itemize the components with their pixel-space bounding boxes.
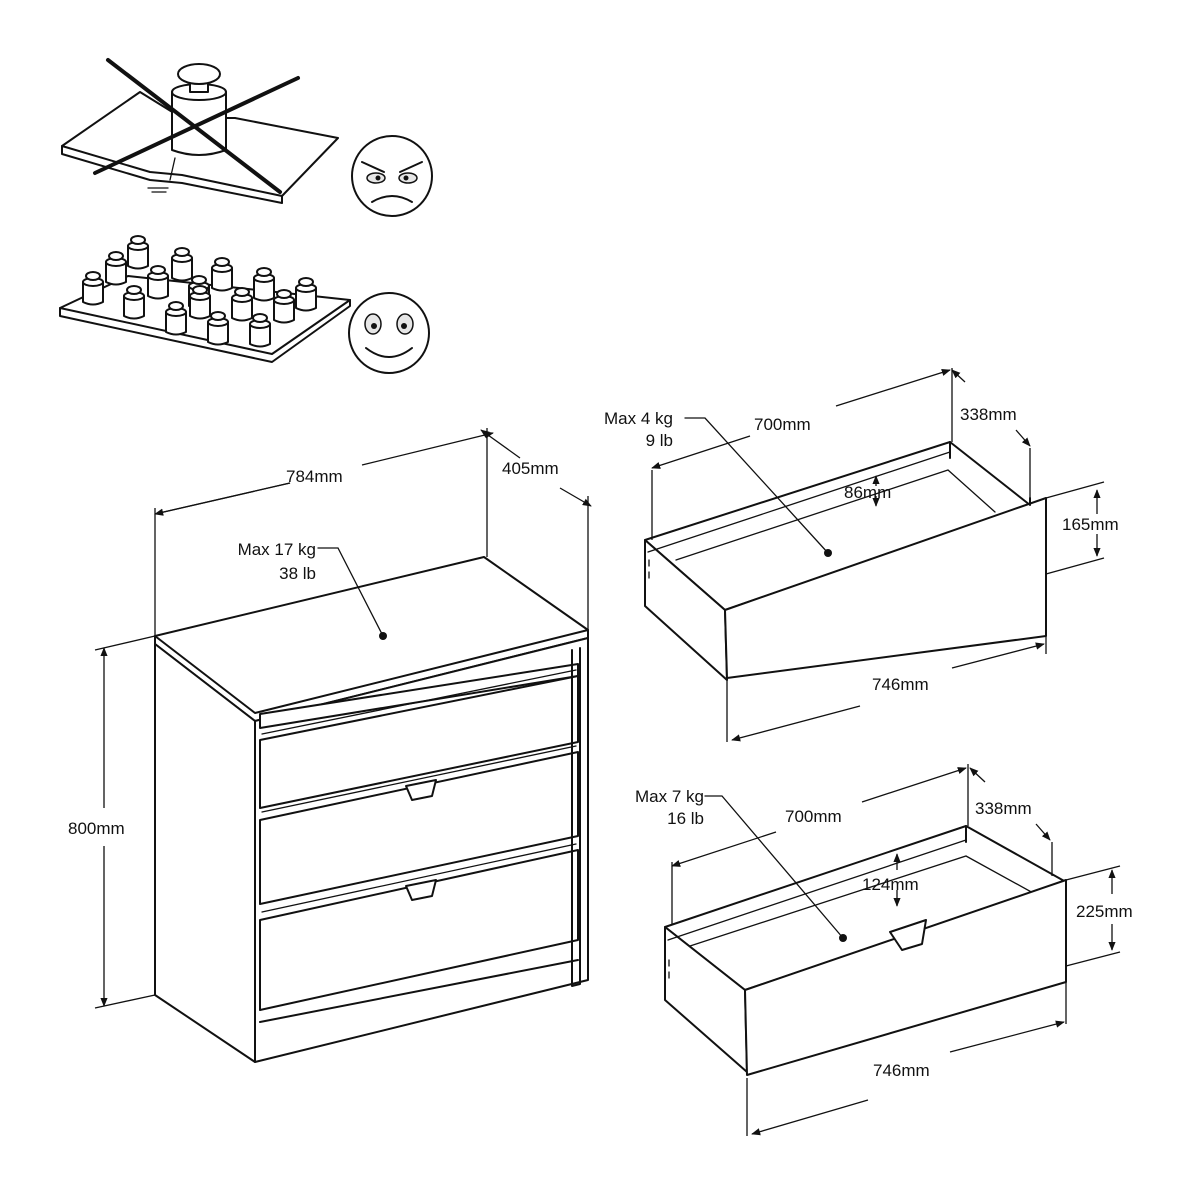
drawer-handle-icon (405, 879, 437, 901)
chest-of-drawers (154, 547, 589, 1063)
happy-face-icon (348, 292, 430, 374)
small-weight-icon (273, 289, 295, 324)
small-weight-icon (211, 257, 233, 292)
chest-width-label: 784mm (286, 467, 343, 486)
chest-dimensions (94, 428, 592, 1009)
small-drawer-load-lb: 9 lb (646, 431, 673, 450)
large-drawer-front-height-label: 225mm (1076, 902, 1133, 921)
small-weight-icon (231, 287, 253, 322)
small-drawer-inner-height-label: 86mm (844, 483, 891, 502)
chest-height-label: 800mm (68, 819, 125, 838)
large-drawer-inner-height-label: 124mm (862, 875, 919, 894)
large-drawer (664, 795, 1067, 1076)
small-weight-icon (249, 313, 271, 348)
small-drawer-depth-label: 338mm (960, 405, 1017, 424)
small-drawer-dimensions (651, 368, 1105, 742)
chest-load-lb: 38 lb (279, 564, 316, 583)
large-drawer-front-width-label: 746mm (873, 1061, 930, 1080)
small-drawer (644, 417, 1047, 681)
large-drawer-load-lb: 16 lb (667, 809, 704, 828)
small-weight-icon (123, 285, 145, 320)
small-drawer-load-kg: Max 4 kg (604, 409, 673, 428)
heavy-weight-icon (171, 63, 227, 156)
small-drawer-front-width-label: 746mm (872, 675, 929, 694)
drawer-handle-icon (889, 919, 927, 951)
bad-load-illustration (61, 58, 339, 204)
small-weight-icon (253, 267, 275, 302)
small-weight-icon (127, 235, 149, 270)
distributed-weights (82, 235, 317, 348)
small-weight-icon (171, 247, 193, 282)
small-weight-icon (82, 271, 104, 306)
large-drawer-load-kg: Max 7 kg (635, 787, 704, 806)
small-weight-icon (189, 285, 211, 320)
angry-face-icon (351, 135, 433, 217)
small-weight-icon (147, 265, 169, 300)
small-weight-icon (165, 301, 187, 336)
small-drawer-front-height-label: 165mm (1062, 515, 1119, 534)
chest-depth-label: 405mm (502, 459, 559, 478)
chest-load-kg: Max 17 kg (238, 540, 316, 559)
small-weight-icon (207, 311, 229, 346)
large-drawer-depth-label: 338mm (975, 799, 1032, 818)
small-weight-icon (105, 251, 127, 286)
large-drawer-dimensions (671, 764, 1121, 1136)
large-drawer-width-label: 700mm (785, 807, 842, 826)
small-drawer-width-label: 700mm (754, 415, 811, 434)
drawer-handle-icon (405, 779, 437, 801)
small-weight-icon (295, 277, 317, 312)
